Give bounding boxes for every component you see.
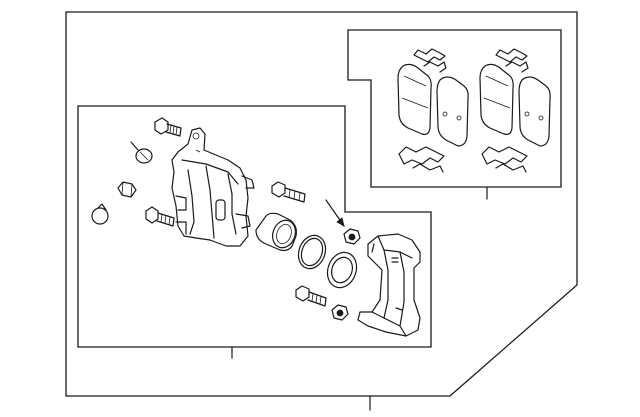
- pad-outer-right: [518, 76, 551, 147]
- lock-nut: [343, 228, 361, 245]
- bracket-bolt: [295, 285, 327, 307]
- bleeder-cap: [130, 141, 153, 164]
- shim-clip-left: [413, 48, 447, 73]
- bracket-nut: [331, 304, 349, 321]
- mounting-bolt: [145, 206, 175, 227]
- anti-rattle-clip-right: [481, 146, 528, 173]
- dust-boot: [326, 251, 358, 289]
- pad-outer-left: [436, 76, 469, 147]
- piston-seal: [297, 234, 327, 270]
- guide-pin-bolt: [154, 117, 182, 137]
- slide-pin-bolt: [271, 181, 306, 203]
- pad-inner-left: [397, 63, 432, 135]
- caliper-bracket: [357, 233, 421, 337]
- dust-boot-plug: [91, 203, 109, 225]
- bleeder-screw: [117, 181, 137, 198]
- shim-clip-right: [495, 48, 529, 73]
- caliper-housing: [171, 127, 255, 247]
- pad-inner-right: [479, 63, 514, 135]
- hardware-arrow: [325, 199, 345, 227]
- anti-rattle-clip-left: [398, 146, 445, 173]
- piston: [255, 212, 297, 252]
